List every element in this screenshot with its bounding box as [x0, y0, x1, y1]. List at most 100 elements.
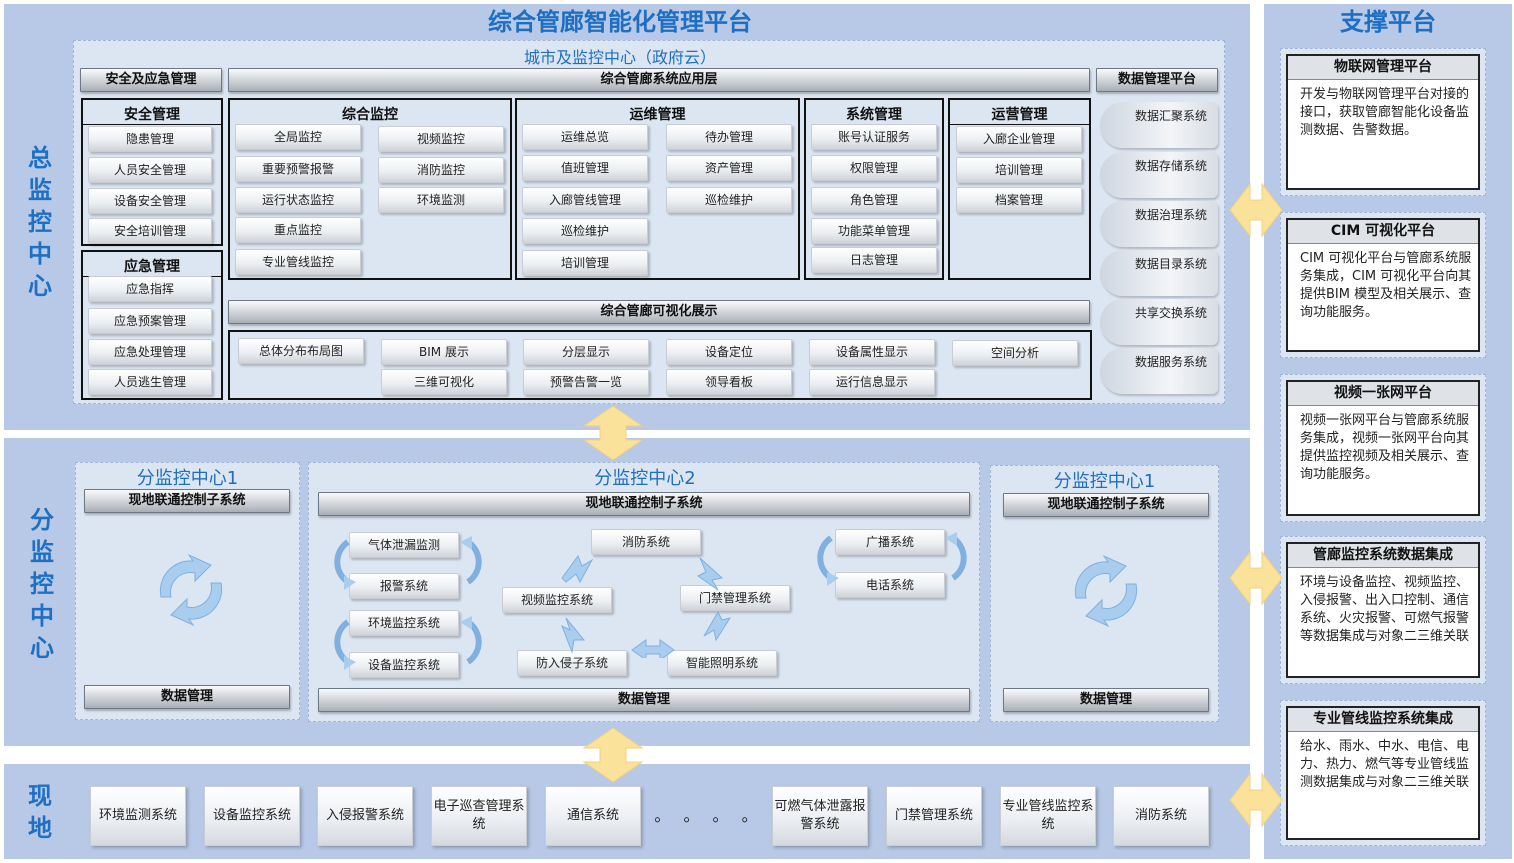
btn-monitor-8[interactable]: 专业管线监控 — [235, 249, 361, 275]
sub-fire[interactable]: 消防系统 — [591, 529, 701, 555]
support-card-1-body: 开发与物联网管理平台对接的接口，获取管廊智能化设备监测数据、告警数据。 — [1300, 87, 1470, 138]
btn-system-3[interactable]: 角色管理 — [811, 187, 937, 213]
branch-center-3-title: 分监控中心1 — [1053, 471, 1156, 492]
btn-ops-5[interactable]: 入廊管线管理 — [522, 187, 648, 213]
btn-monitor-5[interactable]: 运行状态监控 — [235, 187, 361, 213]
btn-vis-6[interactable]: 空间分析 — [952, 340, 1078, 366]
btn-vis-2[interactable]: BIM 展示 — [381, 339, 507, 365]
cycle-icon — [1074, 554, 1138, 628]
btn-monitor-1[interactable]: 全局监控 — [235, 124, 361, 150]
sub-gas[interactable]: 气体泄漏监测 — [349, 532, 459, 558]
data-item-6[interactable]: 数据服务系统 — [1100, 348, 1218, 394]
cycle-arrows-icon — [561, 554, 732, 658]
btn-ops-6[interactable]: 巡检维护 — [666, 187, 792, 213]
branch-center-1-top-bar: 现地联通控制子系统 — [84, 489, 290, 513]
btn-vis-9[interactable]: 领导看板 — [666, 369, 792, 395]
btn-system-2[interactable]: 权限管理 — [811, 155, 937, 181]
group-ops-title: 运维管理 — [629, 107, 686, 123]
support-card-2: CIM 可视化平台 CIM 可视化平台与管廊系统服务集成，CIM 可视化平台向其… — [1280, 212, 1486, 358]
btn-vis-4[interactable]: 设备定位 — [666, 339, 792, 365]
support-card-1-title: 物联网管理平台 — [1288, 56, 1478, 80]
curved-arrows-icon — [334, 536, 482, 670]
data-item-2[interactable]: 数据存储系统 — [1100, 152, 1218, 198]
btn-ops-1[interactable]: 运维总览 — [522, 124, 648, 150]
support-card-3-title: 视频一张网平台 — [1288, 382, 1478, 406]
btn-emergency-4[interactable]: 人员逃生管理 — [88, 369, 212, 395]
btn-monitor-7[interactable]: 重点监控 — [235, 217, 361, 243]
field-item-2[interactable]: 设备监控系统 — [204, 786, 300, 846]
btn-ops-2[interactable]: 待办管理 — [666, 124, 792, 150]
bar-data-platform: 数据管理平台 — [1096, 68, 1218, 92]
branch-left-label: 分监控中心 — [30, 506, 54, 662]
btn-operation-2[interactable]: 培训管理 — [956, 157, 1082, 183]
btn-vis-7[interactable]: 三维可视化 — [381, 369, 507, 395]
btn-ops-8[interactable]: 培训管理 — [522, 250, 648, 276]
support-card-2-body: CIM 可视化平台与管廊系统服务集成，CIM 可视化平台向其提供BIM 模型及相… — [1300, 251, 1472, 320]
page-title: 综合管廊智能化管理平台 — [488, 8, 752, 36]
btn-vis-3[interactable]: 分层显示 — [523, 339, 649, 365]
btn-vis-1[interactable]: 总体分布布局图 — [238, 338, 364, 364]
data-item-1[interactable]: 数据汇聚系统 — [1100, 102, 1218, 148]
field-item-10[interactable]: 消防系统 — [1113, 786, 1209, 846]
btn-vis-10[interactable]: 运行信息显示 — [809, 369, 935, 395]
btn-monitor-3[interactable]: 重要预警报警 — [235, 156, 361, 182]
group-emergency: 应急管理 应急指挥 应急预案管理 应急处理管理 人员逃生管理 — [81, 250, 223, 400]
btn-monitor-6[interactable]: 环境监测 — [378, 187, 504, 213]
sub-lighting[interactable]: 智能照明系统 — [667, 650, 777, 676]
data-item-4[interactable]: 数据目录系统 — [1100, 250, 1218, 296]
field-item-8[interactable]: 门禁管理系统 — [886, 786, 982, 846]
btn-system-4[interactable]: 功能菜单管理 — [811, 218, 937, 244]
support-card-1: 物联网管理平台 开发与物联网管理平台对接的接口，获取管廊智能化设备监测数据、告警… — [1280, 48, 1486, 196]
field-item-5[interactable]: 通信系统 — [545, 786, 641, 846]
btn-emergency-1[interactable]: 应急指挥 — [88, 276, 212, 302]
btn-system-5[interactable]: 日志管理 — [811, 247, 937, 273]
support-card-5: 专业管线监控系统集成 给水、雨水、中水、电信、电力、热力、燃气等专业管线监测数据… — [1280, 700, 1486, 846]
sub-env[interactable]: 环境监控系统 — [349, 610, 459, 636]
group-emergency-title: 应急管理 — [83, 256, 221, 277]
support-card-4: 管廊监控系统数据集成 环境与设备监控、视频监控、入侵报警、出入口控制、通信系统、… — [1280, 536, 1486, 684]
sub-phone[interactable]: 电话系统 — [835, 572, 945, 598]
support-card-4-title: 管廊监控系统数据集成 — [1288, 544, 1478, 568]
btn-safety-3[interactable]: 设备安全管理 — [88, 188, 212, 214]
branch-center-1-title: 分监控中心1 — [136, 468, 239, 489]
field-ellipsis: 。 。 。 。 — [654, 806, 762, 825]
support-card-2-title: CIM 可视化平台 — [1288, 220, 1478, 244]
btn-vis-5[interactable]: 设备属性显示 — [809, 339, 935, 365]
data-item-3[interactable]: 数据治理系统 — [1100, 201, 1218, 247]
data-item-5[interactable]: 共享交换系统 — [1100, 299, 1218, 345]
support-card-5-body: 给水、雨水、中水、电信、电力、热力、燃气等专业管线监测数据集成与对象二三维关联 — [1300, 739, 1470, 790]
btn-ops-4[interactable]: 资产管理 — [666, 155, 792, 181]
btn-operation-1[interactable]: 入廊企业管理 — [956, 126, 1082, 152]
btn-safety-4[interactable]: 安全培训管理 — [88, 218, 212, 244]
btn-ops-7[interactable]: 巡检维护 — [522, 218, 648, 244]
btn-monitor-4[interactable]: 消防监控 — [378, 157, 504, 183]
field-item-4[interactable]: 电子巡查管理系统 — [431, 786, 527, 846]
btn-operation-3[interactable]: 档案管理 — [956, 187, 1082, 213]
main-left-label: 总监控中心 — [28, 144, 52, 300]
sub-device[interactable]: 设备监控系统 — [349, 652, 459, 678]
support-card-3: 视频一张网平台 视频一张网平台与管廊系统服务集成，视频一张网平台向其提供监控视频… — [1280, 374, 1486, 522]
support-card-5-title: 专业管线监控系统集成 — [1288, 708, 1478, 732]
sub-video[interactable]: 视频监控系统 — [502, 587, 612, 613]
group-monitor: 综合监控 全局监控 视频监控 重要预警报警 消防监控 运行状态监控 环境监测 重… — [228, 98, 512, 280]
sub-access[interactable]: 门禁管理系统 — [680, 585, 790, 611]
sub-broadcast[interactable]: 广播系统 — [835, 529, 945, 555]
btn-safety-2[interactable]: 人员安全管理 — [88, 157, 212, 183]
field-item-1[interactable]: 环境监测系统 — [90, 786, 186, 846]
double-arrow-icon — [1229, 182, 1283, 238]
support-card-4-body: 环境与设备监控、视频监控、入侵报警、出入口控制、通信系统、火灾报警、可燃气报警等… — [1300, 575, 1470, 644]
group-system-title: 系统管理 — [846, 107, 902, 123]
sub-alarm[interactable]: 报警系统 — [349, 573, 459, 599]
btn-monitor-2[interactable]: 视频监控 — [378, 126, 504, 152]
btn-safety-1[interactable]: 隐患管理 — [88, 126, 212, 152]
btn-emergency-3[interactable]: 应急处理管理 — [88, 339, 212, 365]
btn-emergency-2[interactable]: 应急预案管理 — [88, 308, 212, 334]
field-item-9[interactable]: 专业管线监控系统 — [1000, 786, 1096, 846]
btn-vis-8[interactable]: 预警告警一览 — [523, 369, 649, 395]
field-item-3[interactable]: 入侵报警系统 — [317, 786, 413, 846]
double-arrow-icon — [582, 405, 644, 461]
btn-system-1[interactable]: 账号认证服务 — [811, 124, 937, 150]
btn-ops-3[interactable]: 值班管理 — [522, 155, 648, 181]
field-item-7[interactable]: 可燃气体泄露报警系统 — [772, 786, 868, 846]
branch-center-3-bottom-bar: 数据管理 — [1003, 688, 1209, 712]
